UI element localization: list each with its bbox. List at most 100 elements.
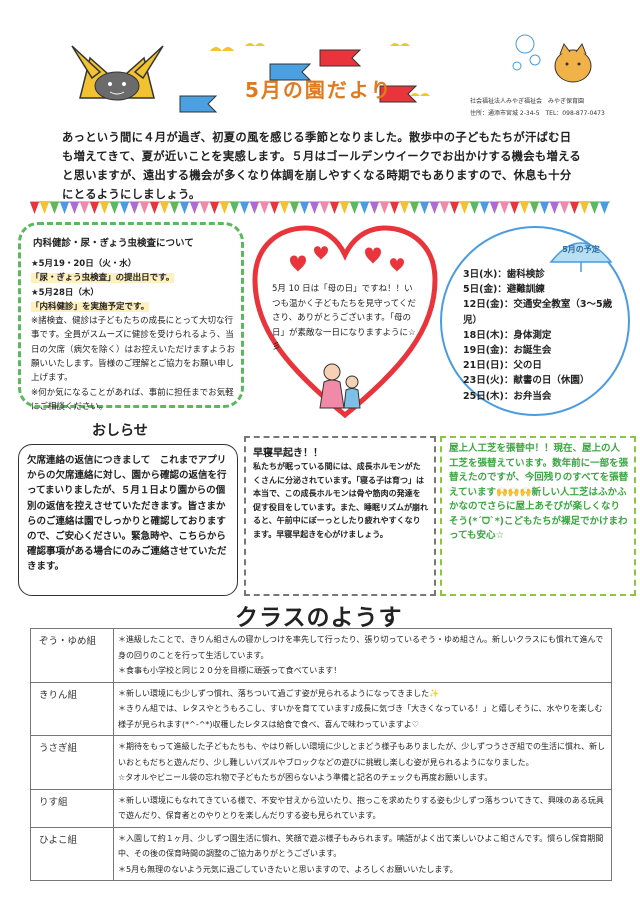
bunting-flag [460,202,469,214]
bunting-flag [550,202,559,214]
bunting-flag [130,202,139,214]
schedule-item: 5日(金)：避難訓練 [463,284,545,296]
bunting-flag [450,202,459,214]
medical-note-2: ※何か気になることがあれば、事前に担任までお気軽にご相談ください。 [31,387,234,412]
bunting-flag [350,202,359,214]
bunting-flag [590,202,599,214]
checkup-date: ★5月28日（木） [31,287,99,298]
bunting-flag [330,202,339,214]
schedule-circle [440,226,630,416]
schedule-item: 23日(火)：献書の日（休園） [463,375,590,387]
bunting-flag [90,202,99,214]
absence-notice-box: 欠席連絡の返信につきまして これまでアプリからの欠席連絡に対し、園から確認の返信… [18,444,238,596]
bunting-flag [360,202,369,214]
bunting-flag [190,202,199,214]
class-note: ＊新しい環境にもなれてきている様で、不安や甘えから泣いたり、抱っこを求めたりする… [118,795,604,821]
mother-child-illustration [319,363,361,409]
mothers-day-message: 5月 10 日は「母の日」ですね！！いつも温かく子どもたちを見守ってくださり、あ… [272,284,416,352]
organization-name: 社会福祉法人みやぎ福祉会 みやぎ保育園 [470,98,585,105]
schedule-item: 12日(金)：交通安全教室（3～5歳児） [463,299,613,326]
organization-info: 社会福祉法人みやぎ福祉会 みやぎ保育園 住所：通添市宮城 2-34-5 TEL：… [470,96,640,120]
table-row: うさぎ組 ＊期待をもって進級した子どもたちも、やはり新しい環境に少しとまどう様子… [30,735,612,790]
early-sleep-body: 私たちが眠っている間には、成長ホルモンがたくさんに分泌されています。「寝る子は育… [253,462,428,539]
bunting-flag [150,202,159,214]
checkup-line: 「内科健診」を実施予定です。 [31,301,150,312]
medical-checkup-notice: 内科健診・尿・ぎょう虫検査について ★5月19・20日（火・水） 「尿・ぎょう虫… [18,222,244,412]
newsletter-title: 5月の園だより [245,78,393,102]
class-note: ☆タオルやビニール袋の忘れ物で子どもたちが困らないよう準備と記名のチェックも再度… [118,773,493,782]
intro-paragraph: あっという間に４月が過ぎ、初夏の風を感じる季節となりました。散歩中の子どもたちが… [62,131,581,201]
table-row: りす組 ＊新しい環境にもなれてきている様で、不安や甘えから泣いたり、抱っこを求め… [30,788,612,828]
absence-notice-text: 欠席連絡の返信につきまして これまでアプリからの欠席連絡に対し、園から確認の返信… [27,455,227,573]
bunting-flag [260,202,269,214]
bunting-flag [560,202,569,214]
class-note: ＊新しい環境にも少しずつ慣れ、落ちついて過ごす姿が見られるようになってきました✨ [118,688,440,698]
rooftop-turf-box: 屋上人工芝を張替中！！現在、屋上の人工芝を張替えています。数年前に一部を張替えた… [440,436,636,596]
bunting-flag [40,202,49,214]
samurai-helmet-illustration [71,45,164,101]
bunting-flag [210,202,219,214]
table-row: きりん組 ＊新しい環境にも少しずつ慣れ、落ちついて過ごす姿が見られるようになって… [30,681,612,736]
class-name: りす組 [30,788,114,828]
bunting-flag [410,202,419,214]
bunting-flag [420,202,429,214]
class-note: ＊期待をもって進級した子どもたちも、やはり新しい環境に少しとまどう様子もありまし… [118,742,606,767]
bunting-flag [510,202,519,214]
class-note: ＊進級したことで、きりん組さんの寝かしつけを率先して行ったり、張り切っているぞう… [118,635,604,660]
bunting-flag [520,202,529,214]
class-name: うさぎ組 [30,735,114,790]
bunting-flag [440,202,449,214]
bunting-flag [140,202,149,214]
notice-heading: おしらせ [92,423,148,439]
bunting-flag [80,202,89,214]
class-note: ＊入園して約１ヶ月、少しずつ園生活に慣れ、笑顔で遊ぶ様子もみられます。喃語がよく… [118,833,604,859]
bunting-divider [30,200,610,222]
class-name: ひよこ組 [30,826,114,881]
bunting-flag [490,202,499,214]
bunting-flag [270,202,279,214]
bunting-flag [120,202,129,214]
bunting-flag [110,202,119,214]
bunting-flag [60,202,69,214]
bunting-flag [530,202,539,214]
early-sleep-box: 早寝早起き！！ 私たちが眠っている間には、成長ホルモンがたくさんに分泌されていま… [244,436,436,596]
urine-test-line: 「尿・ぎょう虫検査」の提出日です。 [31,273,175,284]
bunting-flag [480,202,489,214]
bunting-flag [390,202,399,214]
table-row: ぞう・ゆめ組 ＊進級したことで、きりん組さんの寝かしつけを率先して行ったり、張り… [30,628,612,683]
bunting-flag [220,202,229,214]
class-note: ＊きりん組では、レタスやとうもろこし、すいかを育てています♪成長に気づき「大きく… [118,704,603,729]
medical-checkup-title: 内科健診・尿・ぎょう虫検査について [33,238,194,249]
bunting-flag [240,202,249,214]
bunting-flag [370,202,379,214]
bunting-flag [300,202,309,214]
schedule-badge: 5月の予定 [562,245,600,254]
bunting-flag [100,202,109,214]
bunting-flag [30,202,39,214]
cloud-decoration [179,43,430,113]
bunting-flag [310,202,319,214]
schedule-item: 19日(金)：お誕生会 [463,345,552,357]
newsletter-title-banner: 5月の園だより [190,60,490,110]
urine-test-date: ★5月19・20日（火・水） [31,259,137,269]
bunting-flag [470,202,479,214]
heart-frame [252,225,438,419]
class-note: ＊食事も小学校と同じ２０分を目標に頑張って食べています！ [118,666,342,675]
bunting-flag [580,202,589,214]
bunting-flag [230,202,239,214]
schedule-item: 18日(木)：身体測定 [463,329,552,341]
umbrella-badge-icon [549,242,613,272]
bunting-flag [180,202,189,214]
early-sleep-title: 早寝早起き！！ [253,448,323,459]
bunting-flag [280,202,289,214]
bunting-flag [50,202,59,214]
table-row: ひよこ組 ＊入園して約１ヶ月、少しずつ園生活に慣れ、笑顔で遊ぶ様子もみられます。… [30,826,612,881]
bunting-flag [340,202,349,214]
bunting-flag [540,202,549,214]
bunting-flag [500,202,509,214]
rooftop-turf-text: 屋上人工芝を張替中！！現在、屋上の人工芝を張替えています。数年前に一部を張替えた… [449,443,629,541]
schedule-item: 3日(水)：歯科検診 [463,269,545,280]
bunting-flag [600,202,609,214]
bunting-flag [200,202,209,214]
class-section-title: クラスのようす [235,605,403,631]
